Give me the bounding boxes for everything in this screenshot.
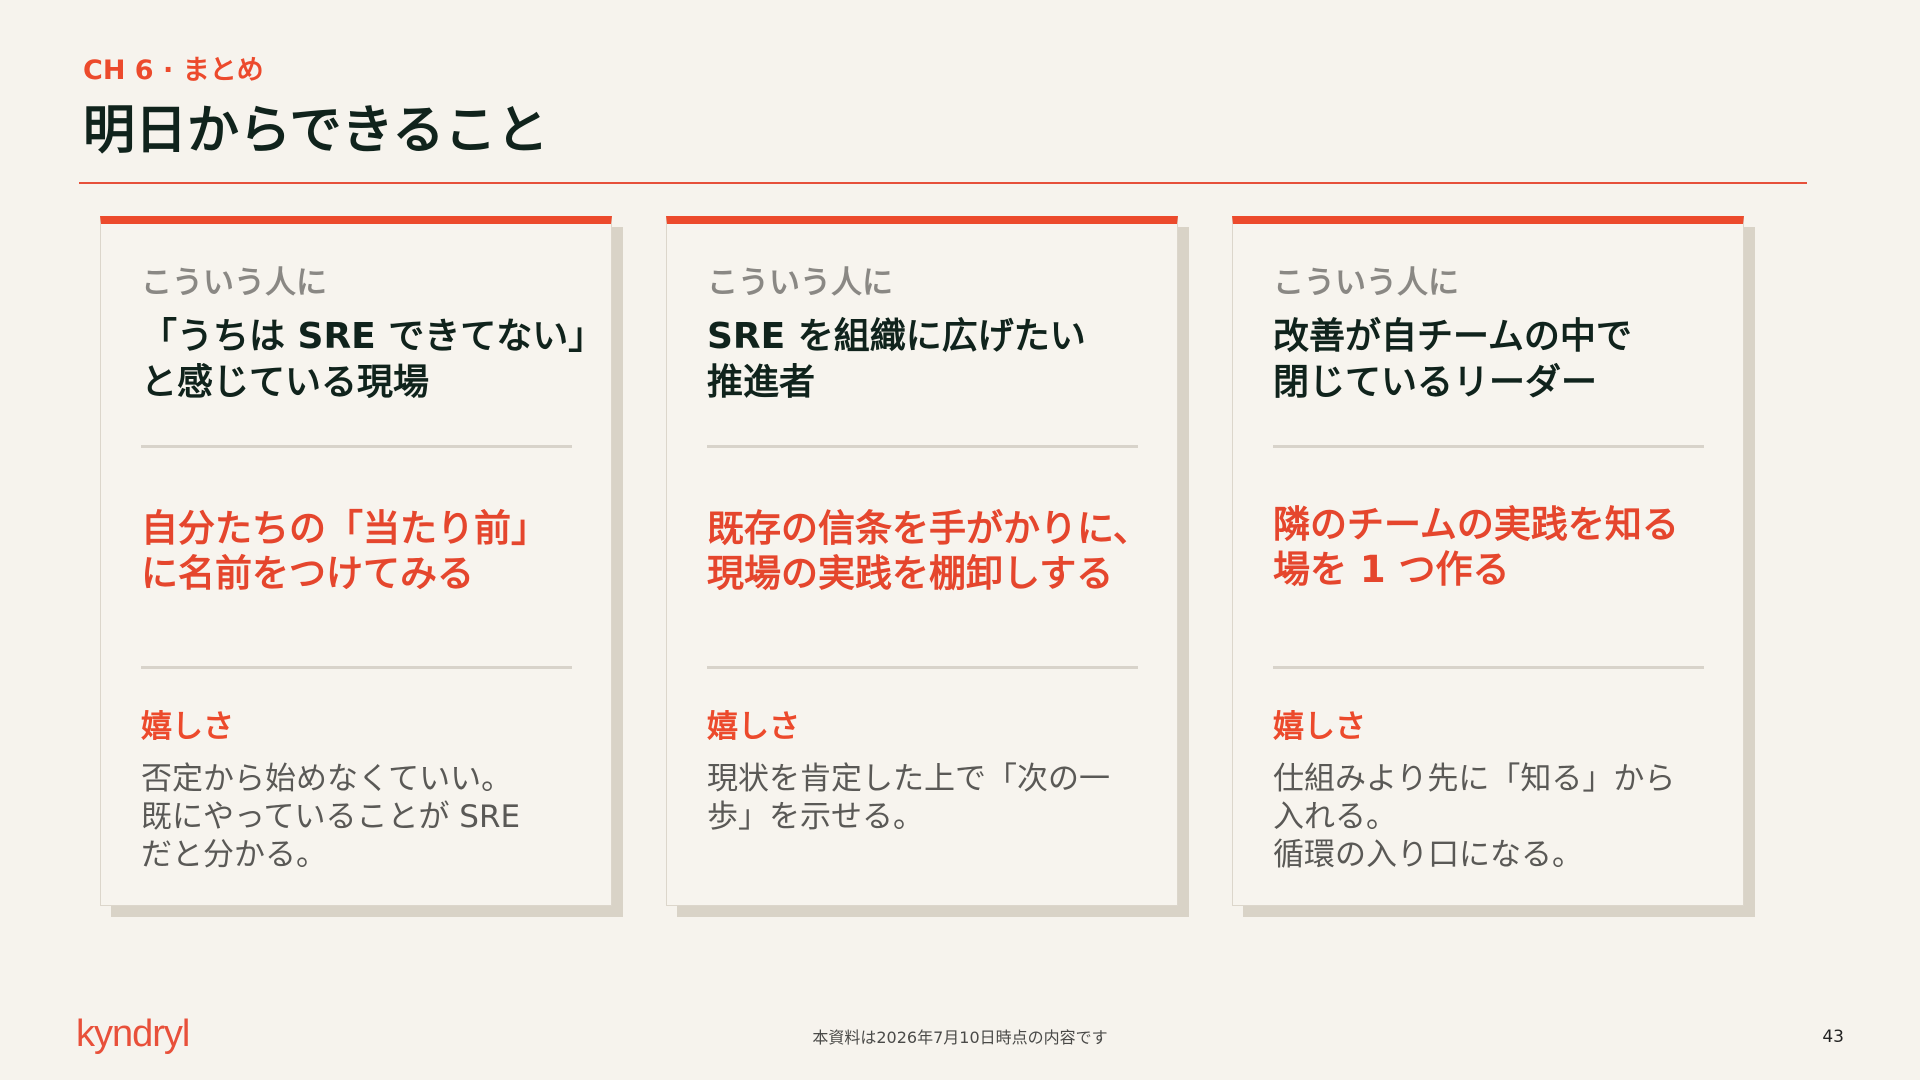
card-2: こういう人に SRE を組織に広げたい 推進者 既存の信条を手がかりに、 現場の… bbox=[666, 216, 1178, 906]
title-divider bbox=[79, 182, 1807, 184]
card-divider bbox=[707, 445, 1138, 448]
card-benefit-text: 仕組みより先に「知る」から 入れる。 循環の入り口になる。 bbox=[1273, 761, 1676, 873]
card-divider bbox=[141, 666, 572, 669]
footnote: 本資料は2026年7月10日時点の内容です bbox=[812, 1028, 1108, 1047]
card-divider bbox=[141, 445, 572, 448]
card-benefit-label: 嬉しさ bbox=[141, 709, 234, 745]
chapter-label: CH 6 · まとめ bbox=[83, 55, 264, 86]
kyndryl-logo: kyndryl bbox=[76, 1013, 190, 1055]
card-benefit-label: 嬉しさ bbox=[1273, 709, 1366, 745]
card-action-text: 既存の信条を手がかりに、 現場の実践を棚卸しする bbox=[707, 507, 1150, 595]
card-1: こういう人に 「うちは SRE できてない」 と感じている現場 自分たちの「当た… bbox=[100, 216, 612, 906]
card-benefit-text: 否定から始めなくていい。 既にやっていることが SRE だと分かる。 bbox=[141, 761, 521, 873]
card-who-text: 改善が自チームの中で 閉じているリーダー bbox=[1273, 316, 1632, 403]
card-who-label: こういう人に bbox=[141, 265, 327, 301]
card-divider bbox=[1273, 666, 1704, 669]
card-divider bbox=[707, 666, 1138, 669]
card-action-text: 自分たちの「当たり前」 に名前をつけてみる bbox=[141, 507, 548, 595]
page-number: 43 bbox=[1822, 1027, 1844, 1047]
card-divider bbox=[1273, 445, 1704, 448]
page-title: 明日からできること bbox=[83, 101, 549, 161]
card-benefit-text: 現状を肯定した上で「次の一 歩」を示せる。 bbox=[707, 761, 1110, 835]
card-3: こういう人に 改善が自チームの中で 閉じているリーダー 隣のチームの実践を知る … bbox=[1232, 216, 1744, 906]
card-who-text: SRE を組織に広げたい 推進者 bbox=[707, 316, 1086, 403]
card-who-label: こういう人に bbox=[1273, 265, 1459, 301]
card-who-label: こういう人に bbox=[707, 265, 893, 301]
card-benefit-label: 嬉しさ bbox=[707, 709, 800, 745]
card-action-text: 隣のチームの実践を知る 場を 1 つ作る bbox=[1273, 503, 1679, 591]
card-who-text: 「うちは SRE できてない」 と感じている現場 bbox=[141, 316, 605, 403]
